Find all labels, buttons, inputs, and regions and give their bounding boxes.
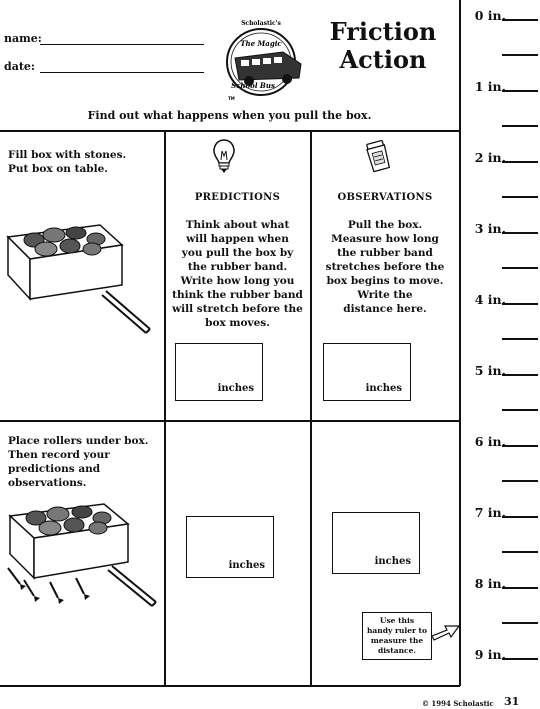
box-on-rollers-illustration	[4, 498, 160, 613]
ruler-label-1: 1 in.	[474, 79, 506, 94]
ruler-half-mark-5	[502, 409, 538, 411]
magic-school-bus-logo: Scholastic's The Magic School Bus TM	[213, 18, 313, 102]
ruler-mark-2	[502, 161, 538, 163]
callout-arrow-icon	[431, 620, 461, 644]
name-field[interactable]	[40, 44, 204, 45]
ruler-half-mark-3	[502, 267, 538, 269]
copyright-text: © 1994 Scholastic	[422, 699, 494, 708]
ruler-half-mark-1	[502, 125, 538, 127]
ruler-mark-5	[502, 374, 538, 376]
predictions-instructions: Think about what will happen when you pu…	[172, 219, 303, 329]
ruler-callout: Use this handy ruler to measure the dist…	[362, 612, 432, 660]
ruler-mark-6	[502, 445, 538, 447]
ruler-mark-4	[502, 303, 538, 305]
logo-brand-text: Scholastic's	[241, 20, 281, 27]
ruler-half-mark-7	[502, 551, 538, 553]
row-top-border	[0, 130, 460, 132]
bottom-border	[0, 685, 460, 687]
page-number: 31	[504, 695, 520, 708]
ruler-mark-9	[502, 658, 538, 660]
row1-prediction-box[interactable]: inches	[175, 343, 263, 401]
ruler-mark-0	[502, 19, 538, 21]
ruler-half-mark-8	[502, 622, 538, 624]
ruler-mark-7	[502, 516, 538, 518]
ruler-half-mark-2	[502, 196, 538, 198]
instruction-text: Find out what happens when you pull the …	[87, 109, 372, 122]
row1-observation-box[interactable]: inches	[323, 343, 411, 401]
page-title-line2: Action	[339, 45, 427, 74]
ruler-label-3: 3 in.	[474, 221, 506, 236]
svg-text:School Bus: School Bus	[231, 81, 275, 90]
row2-observation-unit: inches	[374, 556, 411, 567]
row1-prediction-unit: inches	[217, 383, 254, 394]
date-field[interactable]	[40, 72, 204, 73]
col-divider-1	[164, 131, 166, 686]
col-divider-2	[310, 131, 312, 686]
ruler-label-8: 8 in.	[474, 576, 506, 591]
row2-prediction-unit: inches	[228, 560, 265, 571]
inch-ruler: 0 in. 1 in. 2 in. 3 in. 4 in. 5 in. 6 in…	[461, 0, 540, 686]
row1-text: Fill box with stones. Put box on table.	[8, 149, 127, 175]
ruler-half-mark-0	[502, 54, 538, 56]
predictions-heading: PREDICTIONS	[194, 192, 281, 203]
ruler-label-0: 0 in.	[474, 8, 506, 23]
ruler-half-mark-6	[502, 480, 538, 482]
observations-instructions: Pull the box. Measure how long the rubbe…	[325, 219, 445, 315]
row2-prediction-box[interactable]: inches	[186, 516, 274, 578]
ruler-label-5: 5 in.	[474, 363, 506, 378]
ruler-label-7: 7 in.	[474, 505, 506, 520]
lightbulb-icon	[212, 138, 236, 174]
jar-icon	[364, 138, 392, 174]
ruler-mark-3	[502, 232, 538, 234]
page-title-line1: Friction	[329, 17, 437, 46]
ruler-mark-1	[502, 90, 538, 92]
row2-observation-box[interactable]: inches	[332, 512, 420, 574]
row2-text: Place rollers under box. Then record you…	[8, 435, 149, 489]
ruler-label-2: 2 in.	[474, 150, 506, 165]
observations-heading: OBSERVATIONS	[337, 192, 433, 203]
logo-tm-text: TM	[228, 96, 235, 101]
ruler-half-mark-4	[502, 338, 538, 340]
right-border	[459, 0, 461, 686]
ruler-mark-8	[502, 587, 538, 589]
ruler-label-9: 9 in.	[474, 647, 506, 662]
row1-observation-unit: inches	[365, 383, 402, 394]
ruler-label-6: 6 in.	[474, 434, 506, 449]
date-label: date:	[4, 60, 35, 73]
svg-text:The Magic: The Magic	[240, 39, 282, 48]
row-middle-border	[0, 420, 460, 422]
name-label: name:	[4, 32, 42, 45]
ruler-label-4: 4 in.	[474, 292, 506, 307]
box-of-stones-illustration	[4, 215, 154, 345]
